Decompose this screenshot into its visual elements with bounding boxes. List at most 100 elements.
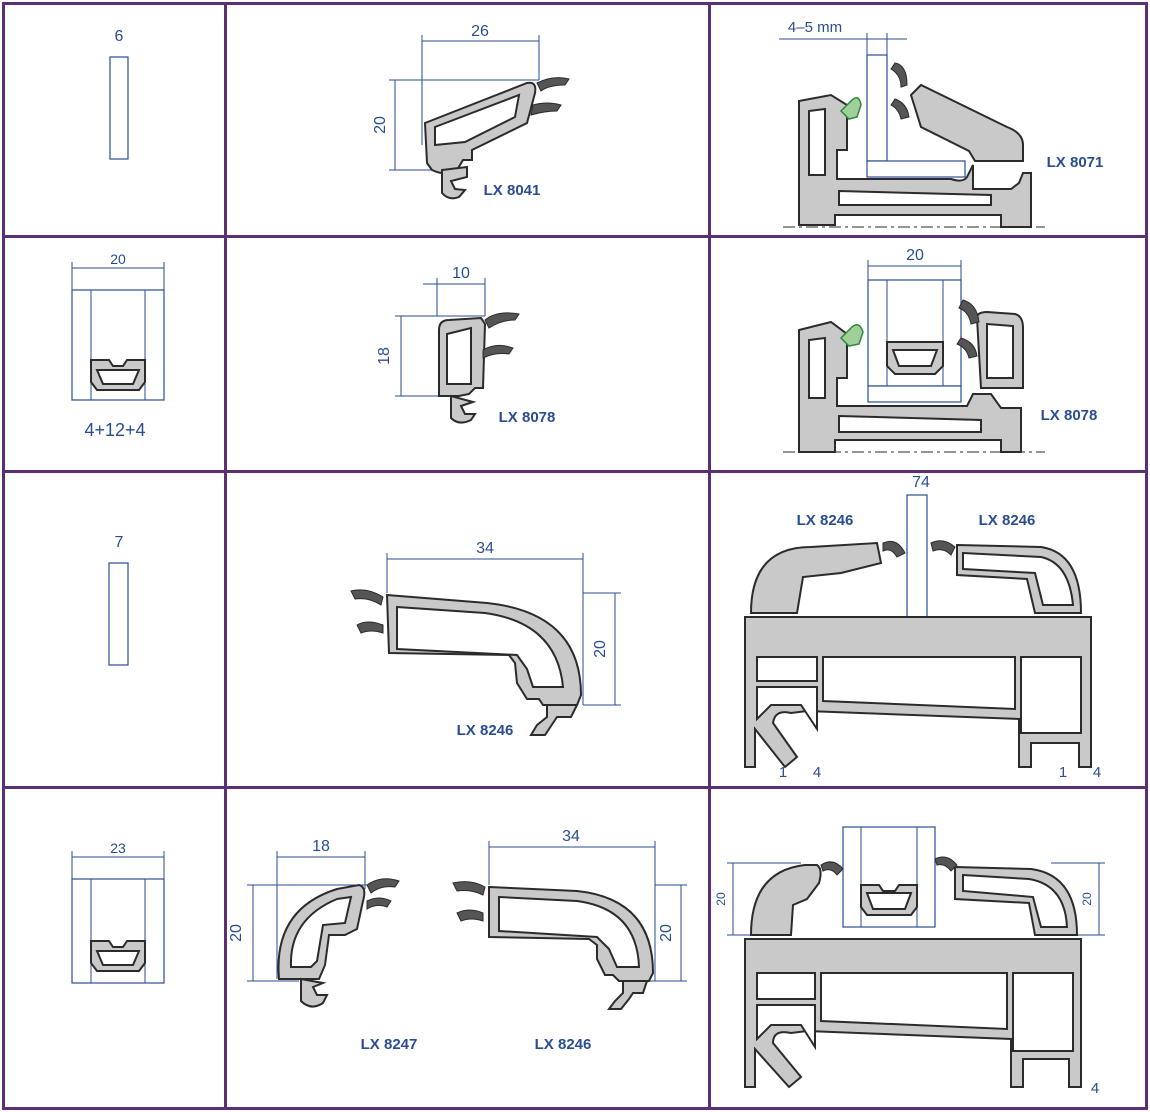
row2-glass-drawing: 20 4+12+4 [71,251,165,440]
row1-profile-code: LX 8041 [484,182,541,199]
row2-spacer-inner [95,369,141,385]
row1-assembly-spacer [866,160,966,178]
row1-gap-label: 4–5 mm [788,19,842,36]
row2-glass-width: 20 [110,251,126,267]
row4b-bead-foot [607,980,649,1010]
row4-bead-left [749,864,822,936]
row2-bead-foot [450,394,477,424]
row4-glass-drawing: 23 [71,840,165,984]
row1-profile-width: 26 [471,23,489,40]
row4-mark: 4 [1091,1080,1099,1097]
row3-bead-chamber [396,605,565,688]
row3-assembly-glass [906,494,928,622]
row1-bead-gasket [890,62,910,120]
row3-code-left: LX 8246 [797,512,854,529]
row4-glass-cell: 23 [5,789,227,1107]
row2-glass-spec: 4+12+4 [84,420,145,440]
row3-mark-l1: 1 [779,764,787,781]
row2-assembly-drawing: 20 LX 8078 [783,247,1098,453]
row1-profile-height: 20 [372,116,389,134]
row3-glass-drawing: 7 [108,534,129,666]
row1-assembly-glass [866,54,888,162]
row4-profile-cell: 18 20 LX 8247 34 20 LX 8246 [227,789,711,1107]
row1-single-glass-pane [109,56,129,160]
row2-profile-code: LX 8078 [499,409,556,426]
row4b-profile-height: 20 [658,924,675,942]
row4a-bead-foot [300,977,329,1008]
row2-glass-cell: 20 4+12+4 [5,238,227,473]
row3-frame-chambers [756,656,1082,734]
row2-bead-gasket [956,299,980,359]
row2-assembly-setting-block [867,385,962,403]
row2-sash-chambers [808,336,982,433]
row3-glass-cell: 7 [5,473,227,789]
row2-profile-height: 18 [376,347,393,365]
row1-glass-thickness: 6 [115,28,124,45]
row1-glass-drawing: 6 [109,28,129,160]
row4-frame-chambers [756,972,1074,1052]
row3-mark-r1: 1 [1059,764,1067,781]
row1-glass-cell: 6 [5,5,227,238]
row4-spacer-inner [95,950,141,966]
row1-assembly-cell: 4–5 mm LX 8071 [711,5,1145,238]
row1-bead-chamber [434,93,521,147]
row3-glass-thickness: 7 [115,534,124,551]
row1-bead-installed [909,83,1024,162]
row4-bead-right-chamber [962,873,1069,928]
row2-bead-chamber [986,322,1014,379]
row3-profile-height: 20 [592,640,609,658]
row4b-bead-chamber [498,895,641,968]
row3-assembly-drawing: 74 LX 8246 LX 8246 1 4 1 4 [744,474,1101,781]
row1-profile-cell: 26 20 LX 8041 [227,5,711,238]
row2-assembly-spacer-inner [891,349,939,367]
row1-assembly-code: LX 8071 [1047,154,1104,171]
row2-assembly-code: LX 8078 [1041,407,1098,424]
row4-assembly-cell: 20 20 4 [711,789,1145,1107]
row2-profile-cell: 10 18 LX 8078 [227,238,711,473]
row4-profile-drawing: 18 20 LX 8247 34 20 LX 8246 [228,828,687,1053]
row3-single-glass-pane [108,562,129,666]
row1-profile-drawing: 26 20 LX 8041 [372,23,570,200]
row3-mark-l4: 4 [813,764,821,781]
row2-assembly-cell: 20 LX 8078 [711,238,1145,473]
row3-profile-code: LX 8246 [457,722,514,739]
row4b-profile-code: LX 8246 [535,1036,592,1053]
row4a-profile-height: 20 [228,924,245,942]
row2-profile-width: 10 [452,265,470,282]
row2-profile-drawing: 10 18 LX 8078 [376,265,556,426]
row4b-gasket [452,881,486,922]
row3-mark-r4: 4 [1093,764,1101,781]
row3-profile-cell: 34 20 LX 8246 [227,473,711,789]
row4-bead-gaskets [820,856,958,876]
row4-height-right: 20 [1080,892,1094,906]
row4-assembly-drawing: 20 20 4 [714,826,1105,1097]
row4-glass-width: 23 [110,840,126,856]
row2-assembly-width: 20 [906,247,924,264]
row2-gasket [482,312,520,359]
row3-bead-foot [529,704,579,736]
row1-gasket [530,77,570,116]
row4a-profile-width: 18 [312,838,330,855]
row4-height-left: 20 [714,892,728,906]
row1-sash-chambers [808,107,992,206]
row4-assembly-spacer-inner [865,892,913,910]
row1-green-gasket [839,97,862,120]
row4b-profile-width: 34 [562,828,580,845]
row4a-bead-chamber [289,895,353,968]
row4a-profile-code: LX 8247 [361,1036,418,1053]
row1-assembly-drawing: 4–5 mm LX 8071 [779,19,1104,228]
row2-green-gasket [839,324,864,347]
row3-profile-drawing: 34 20 LX 8246 [350,540,621,739]
row3-bead-right-chamber [962,551,1075,606]
row3-code-right: LX 8246 [979,512,1036,529]
row3-total-width: 74 [912,474,930,491]
row3-profile-width: 34 [476,540,494,557]
row3-bead-left [749,541,883,614]
row1-bead-foot [441,165,468,200]
row3-bead-gaskets [882,540,956,558]
row3-gasket [350,589,384,634]
row3-assembly-cell: 74 LX 8246 LX 8246 1 4 1 4 [711,473,1145,789]
row2-bead-chamber [446,326,472,385]
row4a-gasket [366,878,400,910]
